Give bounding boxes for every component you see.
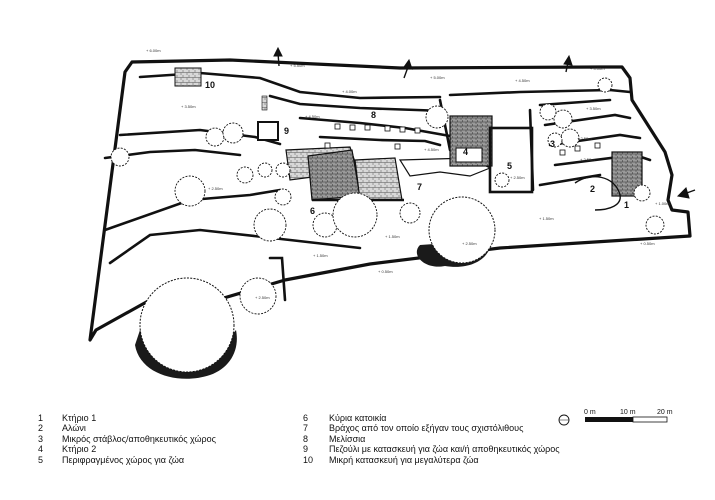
scale-label-10: 10 m (620, 409, 636, 416)
elevation-label: + 1.00m (655, 201, 670, 206)
elevation-label: + 4.00m (590, 66, 605, 71)
main-house (285, 146, 404, 202)
map-number-6: 6 (310, 206, 315, 216)
map-number-7: 7 (417, 182, 422, 192)
trees (110, 77, 665, 315)
building-2 (449, 115, 493, 167)
elevation-label: + 4.00m (342, 89, 357, 94)
elevation-label: + 0.50m (378, 269, 393, 274)
elevation-label: + 2.50m (255, 295, 270, 300)
scale-bar (585, 416, 668, 423)
elevation-label: + 3.50m (586, 106, 601, 111)
map-number-2: 2 (590, 184, 595, 194)
direction-arrows (273, 46, 696, 199)
elevation-label: + 1.50m (385, 234, 400, 239)
map-number-9: 9 (284, 126, 289, 136)
elevation-label: + 5.50m (290, 63, 305, 68)
elevation-label: + 5.00m (430, 75, 445, 80)
scale-label-20: 20 m (657, 409, 673, 416)
building-9 (257, 121, 279, 141)
threshing-floor (574, 176, 621, 211)
beehives (324, 123, 601, 156)
map-number-1: 1 (624, 200, 629, 210)
elevation-label: + 4.50m (424, 147, 439, 152)
elevation-label: + 6.00m (146, 48, 161, 53)
map-number-4: 4 (463, 147, 468, 157)
elevation-label: + 2.50m (208, 186, 223, 191)
boundary-wall (88, 58, 692, 342)
elevation-label: + 2.50m (510, 175, 525, 180)
elevation-label: + 4.50m (305, 114, 320, 119)
map-number-3: 3 (550, 139, 555, 149)
elevation-label: + 1.50m (539, 216, 554, 221)
elevation-label: + 4.50m (515, 78, 530, 83)
elevation-label: + 0.50m (640, 241, 655, 246)
map-number-5: 5 (507, 161, 512, 171)
elevation-label: + 3.50m (181, 104, 196, 109)
map-number-8: 8 (371, 110, 376, 120)
animal-enclosure (488, 126, 534, 194)
map-number-10: 10 (205, 80, 215, 90)
elevation-label: + 2.50m (577, 136, 592, 141)
elevation-label: + 1.50m (313, 253, 328, 258)
elevation-label: + 2.50m (580, 157, 595, 162)
elevation-label: + 2.50m (462, 241, 477, 246)
scale-label-0: 0 m (584, 409, 596, 416)
building-10 (174, 67, 202, 87)
large-trees (135, 196, 496, 379)
